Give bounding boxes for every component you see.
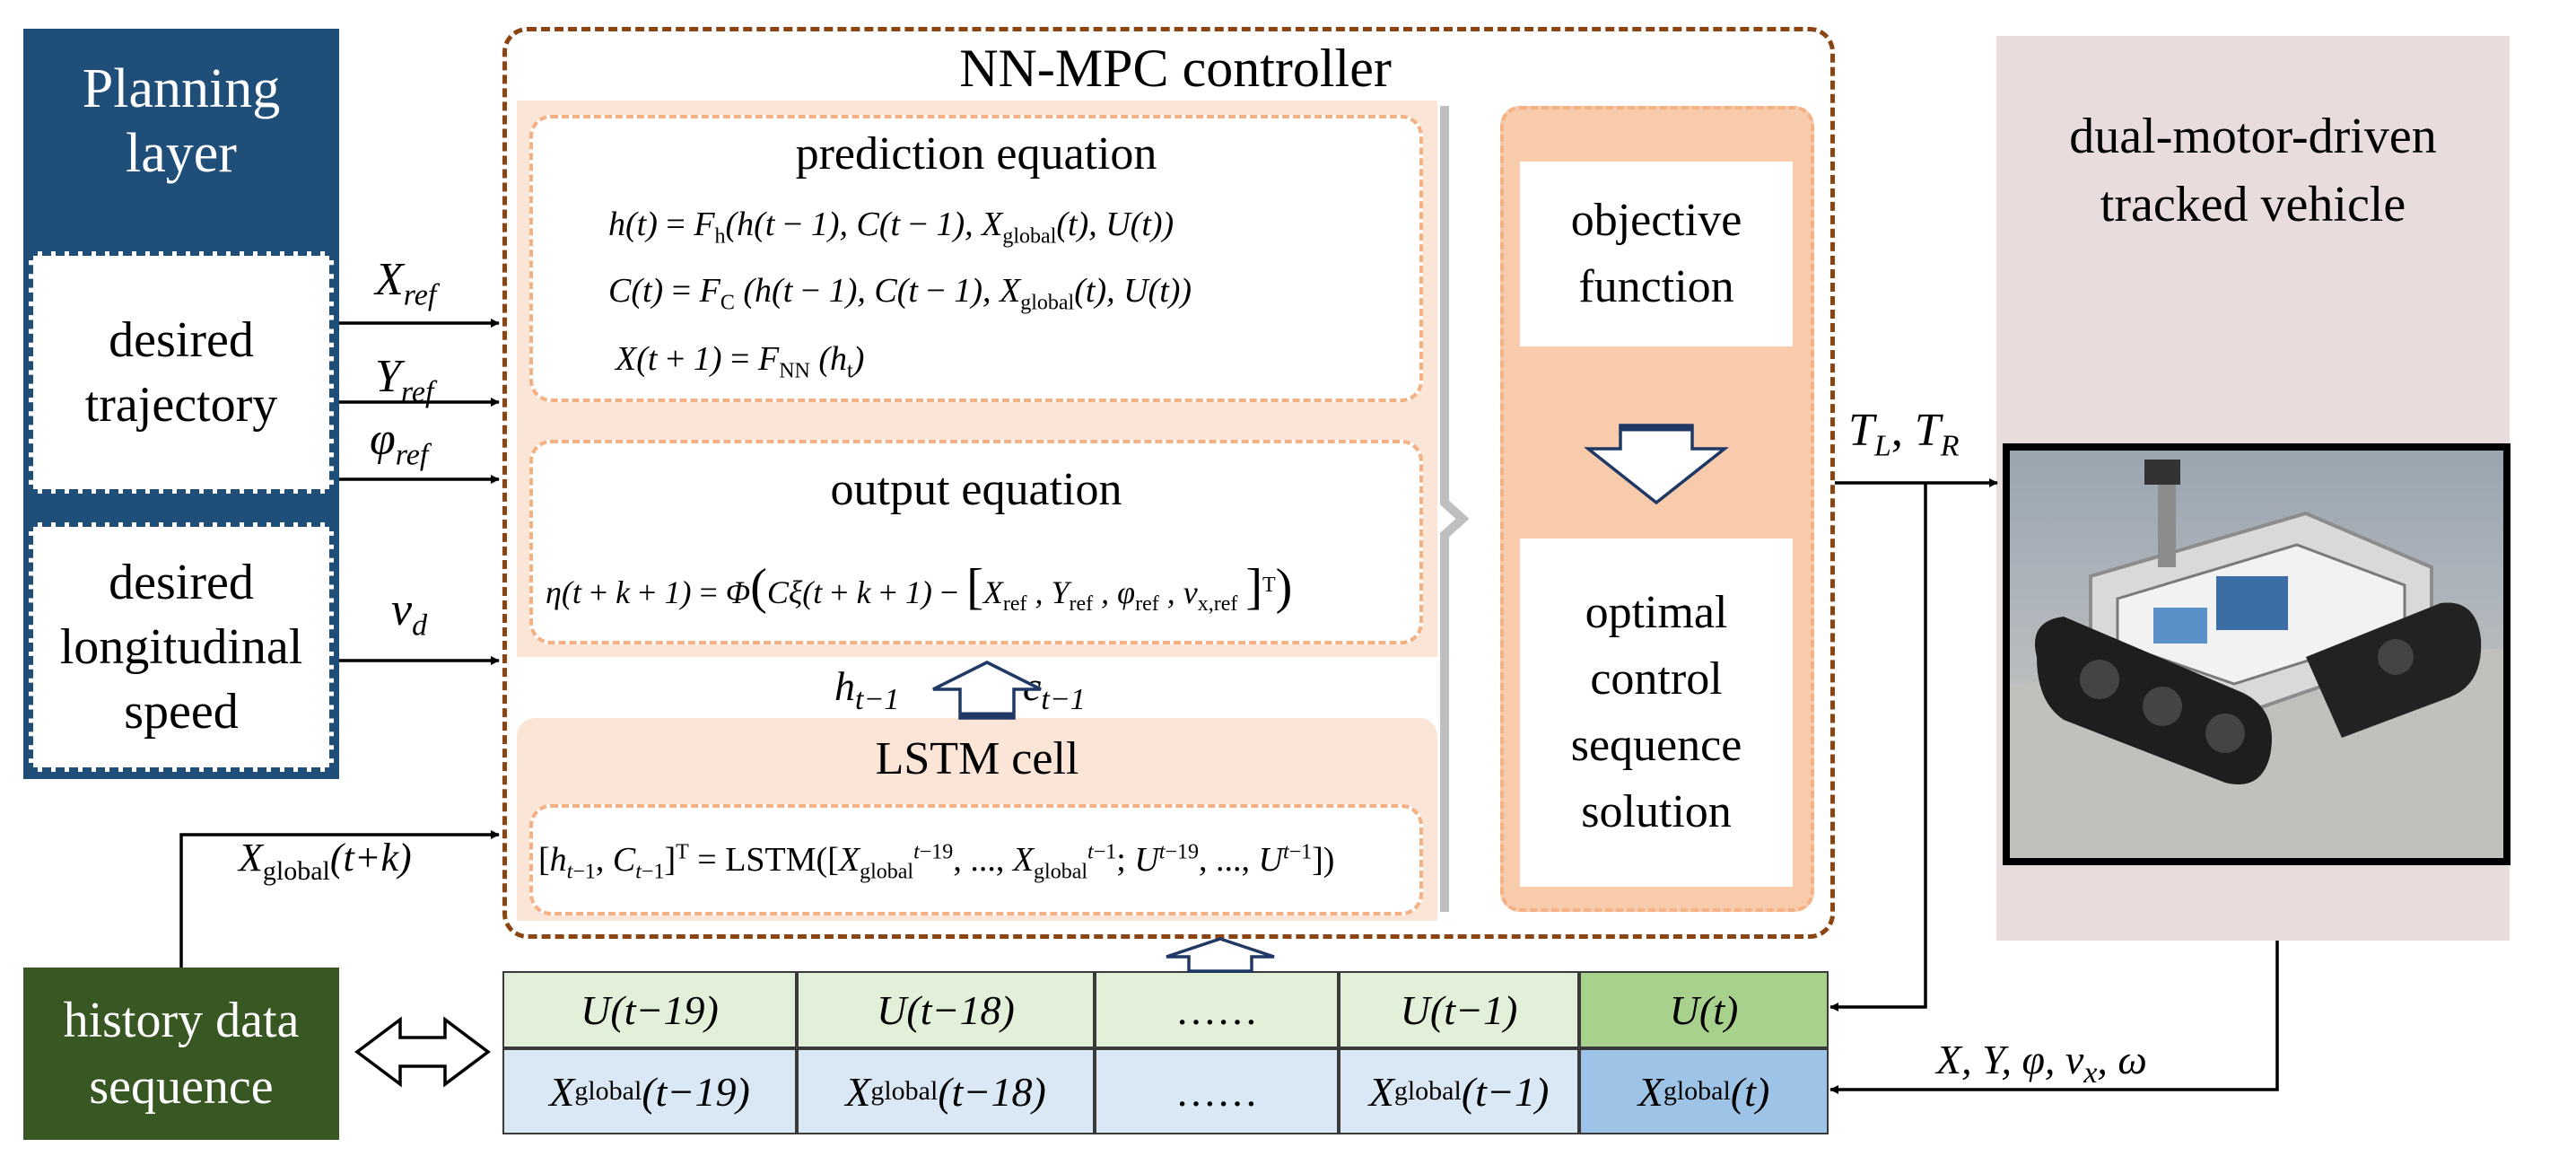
output-equation-card bbox=[529, 440, 1423, 644]
feedback-label: X, Y, φ, vx, ω bbox=[1936, 1036, 2147, 1090]
vehicle-title: dual-motor-driven tracked vehicle bbox=[2069, 109, 2437, 232]
objective-down-hollow-arrow bbox=[1583, 424, 1730, 505]
subscript: ref bbox=[395, 438, 429, 472]
history-data-sequence-box: history data sequence bbox=[23, 968, 339, 1140]
prediction-equation-card bbox=[529, 115, 1423, 402]
u-t-feedback-arrow bbox=[1829, 483, 1927, 1012]
table-cell-text: U(t) bbox=[1669, 986, 1739, 1033]
x-ref-label: Xref bbox=[375, 253, 436, 312]
prediction-eq-h: h(t) = Fh(h(t − 1), C(t − 1), Xglobal(t)… bbox=[608, 206, 1174, 249]
equation-bracket bbox=[1440, 106, 1470, 912]
prediction-equation-title: prediction equation bbox=[795, 127, 1157, 180]
lstm-up-hollow-arrow bbox=[932, 661, 1042, 720]
label-text: , ω bbox=[2097, 1037, 2147, 1082]
label-text: T bbox=[1848, 405, 1874, 456]
xglobal-tk-label: Xglobal(t+k) bbox=[239, 836, 412, 886]
nn-mpc-controller-frame bbox=[502, 27, 1835, 939]
tracked-vehicle-photo bbox=[2003, 443, 2511, 865]
state-feedback-arrow bbox=[1829, 941, 2279, 1094]
subscript: global bbox=[1393, 1076, 1462, 1106]
lstm-equation-card bbox=[529, 804, 1423, 915]
subscript: t−1 bbox=[855, 683, 900, 717]
label-text: φ bbox=[370, 414, 396, 465]
subscript: L bbox=[1873, 429, 1891, 463]
table-cell-u-t1: U(t−1) bbox=[1339, 971, 1579, 1048]
label-text: X, Y, φ, v bbox=[1936, 1037, 2084, 1082]
subscript: t−1 bbox=[1041, 683, 1086, 717]
torques-label: TL, TR bbox=[1848, 405, 1960, 463]
lstm-cell-title: LSTM cell bbox=[517, 718, 1437, 799]
nn-mpc-title: NN-MPC controller bbox=[959, 38, 1392, 98]
h-prev-label: ht−1 bbox=[834, 662, 899, 717]
table-cell-x-ellipsis: …… bbox=[1095, 1048, 1339, 1134]
table-cell-text: U(t−1) bbox=[1400, 986, 1518, 1033]
table-cell-u-t18: U(t−18) bbox=[797, 971, 1095, 1048]
prediction-eq-c: C(t) = FC (h(t − 1), C(t − 1), Xglobal(t… bbox=[608, 272, 1192, 315]
xglobal-tk-arrow bbox=[179, 830, 500, 968]
optimal-control-box: optimal control sequence solution bbox=[1520, 539, 1793, 887]
table-cell-u-t: U(t) bbox=[1579, 971, 1829, 1048]
subscript: global bbox=[262, 855, 330, 886]
table-cell-text: (t−19) bbox=[642, 1068, 750, 1115]
table-cell-text: (t−18) bbox=[938, 1068, 1046, 1115]
objective-function-box: objective function bbox=[1520, 162, 1793, 346]
subscript: global bbox=[574, 1076, 642, 1106]
subscript: R bbox=[1940, 429, 1960, 463]
table-cell-text: …… bbox=[1175, 1068, 1258, 1115]
table-cell-text: U(t−18) bbox=[877, 986, 1015, 1033]
v-d-label: vd bbox=[391, 583, 427, 643]
subscript: global bbox=[1663, 1076, 1731, 1106]
history-table-double-arrow bbox=[354, 1016, 491, 1088]
table-cell-u-t19: U(t−19) bbox=[502, 971, 797, 1048]
label-text: v bbox=[391, 584, 413, 635]
label-text: h bbox=[834, 663, 855, 709]
subscript: global bbox=[870, 1076, 939, 1106]
planning-layer-title: Planning layer bbox=[82, 58, 281, 184]
table-cell-text: U(t−19) bbox=[581, 986, 719, 1033]
label-text: X bbox=[375, 254, 404, 305]
subscript: d bbox=[412, 609, 428, 643]
table-cell-text: …… bbox=[1175, 986, 1258, 1033]
table-up-hollow-arrow bbox=[1166, 937, 1275, 973]
output-eq: η(t + k + 1) = Φ(Cξ(t + k + 1) − [Xref ,… bbox=[546, 559, 1293, 617]
output-equation-title: output equation bbox=[830, 463, 1122, 515]
table-cell-text: (t−1) bbox=[1461, 1068, 1550, 1115]
desired-speed-box: desired longitudinal speed bbox=[29, 522, 334, 772]
table-cell-text: (t) bbox=[1730, 1068, 1770, 1115]
label-text: Y bbox=[375, 351, 401, 402]
lstm-eq: [ht−1, Ct−1]T = LSTM([Xglobalt−19, ..., … bbox=[538, 840, 1335, 884]
table-cell-u-ellipsis: …… bbox=[1095, 971, 1339, 1048]
phi-ref-label: φref bbox=[370, 413, 428, 472]
label-text: T bbox=[1914, 405, 1941, 456]
prediction-eq-x: X(t + 1) = FNN (ht) bbox=[616, 340, 865, 383]
desired-trajectory-box: desired trajectory bbox=[29, 251, 334, 494]
subscript: ref bbox=[403, 278, 437, 312]
label-text: (t+k) bbox=[329, 836, 412, 880]
tracked-vehicle-illustration bbox=[2010, 460, 2503, 858]
subscript: x bbox=[2083, 1056, 2098, 1090]
